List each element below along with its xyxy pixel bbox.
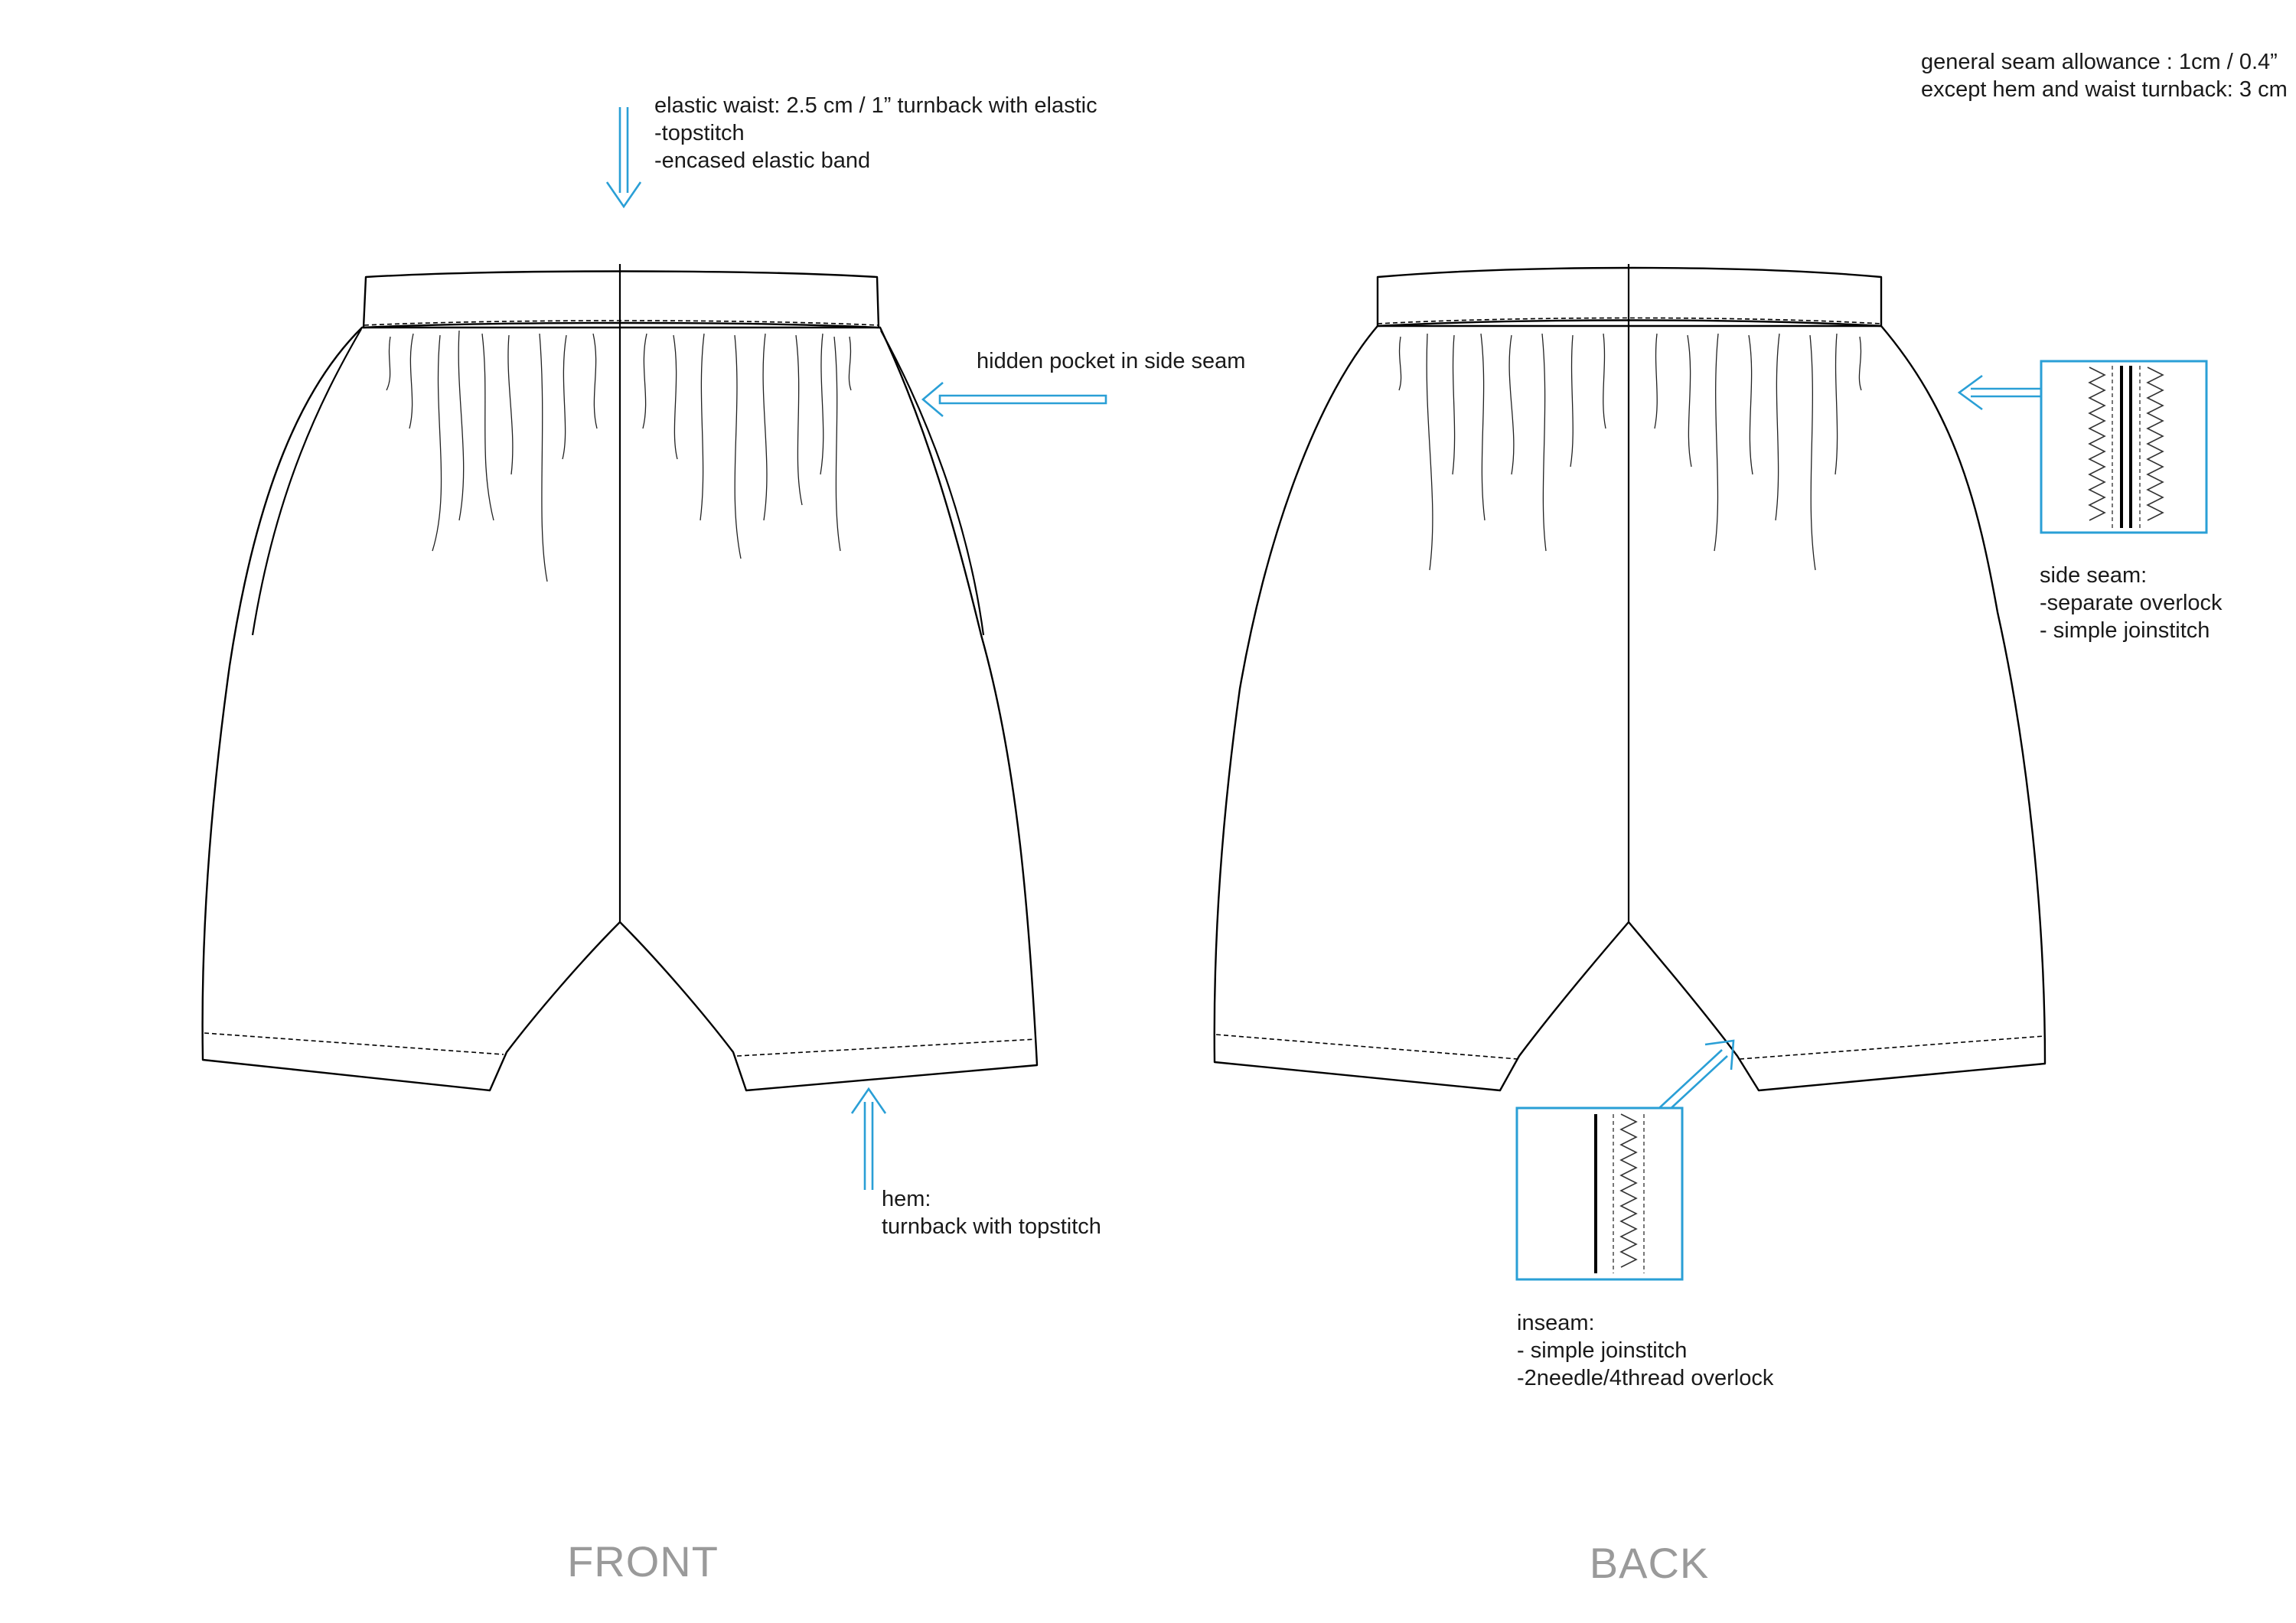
front-pocket-left: [251, 328, 362, 636]
front-waistband: [362, 270, 880, 329]
front-view-label: FRONT: [567, 1537, 719, 1586]
general-seam-note: general seam allowance : 1cm / 0.4” exce…: [1921, 50, 2288, 102]
front-waistband-stitch: [364, 320, 879, 326]
side-seam-arrow-icon: [1957, 374, 2042, 411]
pocket-callout: hidden pocket in side seam: [977, 349, 1245, 373]
inseam-callout-line-3: -2needle/4thread overlock: [1517, 1366, 1774, 1390]
back-hem-stitch-left: [1215, 1034, 1518, 1060]
waist-arrow-icon: [605, 107, 642, 209]
hem-arrow-icon: [850, 1087, 887, 1190]
waist-callout-line-2: -topstitch: [654, 121, 745, 145]
side-seam-detail-box: [2040, 360, 2208, 534]
front-elastic-gathers: [386, 330, 852, 582]
pocket-callout-line-1: hidden pocket in side seam: [977, 349, 1245, 373]
back-view-label: BACK: [1590, 1539, 1710, 1587]
back-waistband-stitch: [1377, 317, 1882, 324]
inseam-arrow-icon: [1658, 1039, 1735, 1115]
pocket-arrow-icon: [921, 382, 1107, 417]
back-shorts-drawing: [1213, 264, 2047, 1092]
inseam-detail-box: [1515, 1106, 1684, 1281]
back-hem-stitch-right: [1739, 1035, 2045, 1060]
waist-callout-line-3: -encased elastic band: [654, 148, 870, 173]
back-elastic-gathers: [1398, 333, 1862, 571]
general-note-line-1: general seam allowance : 1cm / 0.4”: [1921, 50, 2278, 74]
side-seam-callout-line-3: - simple joinstitch: [2040, 618, 2210, 643]
front-pocket-right: [880, 330, 985, 636]
front-hem-stitch-left: [204, 1032, 504, 1055]
hem-callout-line-1: hem:: [882, 1187, 931, 1211]
side-seam-callout-line-2: -separate overlock: [2040, 591, 2223, 615]
waist-callout: elastic waist: 2.5 cm / 1” turnback with…: [654, 93, 1097, 173]
inseam-callout-line-2: - simple joinstitch: [1517, 1338, 1687, 1363]
hem-callout-line-2: turnback with topstitch: [882, 1214, 1101, 1239]
front-shorts-drawing: [201, 264, 1039, 1092]
inseam-callout-line-1: inseam:: [1517, 1311, 1595, 1335]
inseam-callout: inseam: - simple joinstitch -2needle/4th…: [1517, 1311, 1774, 1390]
side-seam-callout-line-1: side seam:: [2040, 563, 2147, 588]
general-note-line-2: except hem and waist turnback: 3 cm: [1921, 77, 2288, 102]
back-body-outline: [1213, 324, 2047, 1092]
hem-callout: hem: turnback with topstitch: [882, 1187, 1101, 1239]
waist-callout-line-1: elastic waist: 2.5 cm / 1” turnback with…: [654, 93, 1097, 118]
front-hem-stitch-right: [736, 1038, 1037, 1057]
side-seam-callout: side seam: -separate overlock - simple j…: [2040, 563, 2223, 643]
